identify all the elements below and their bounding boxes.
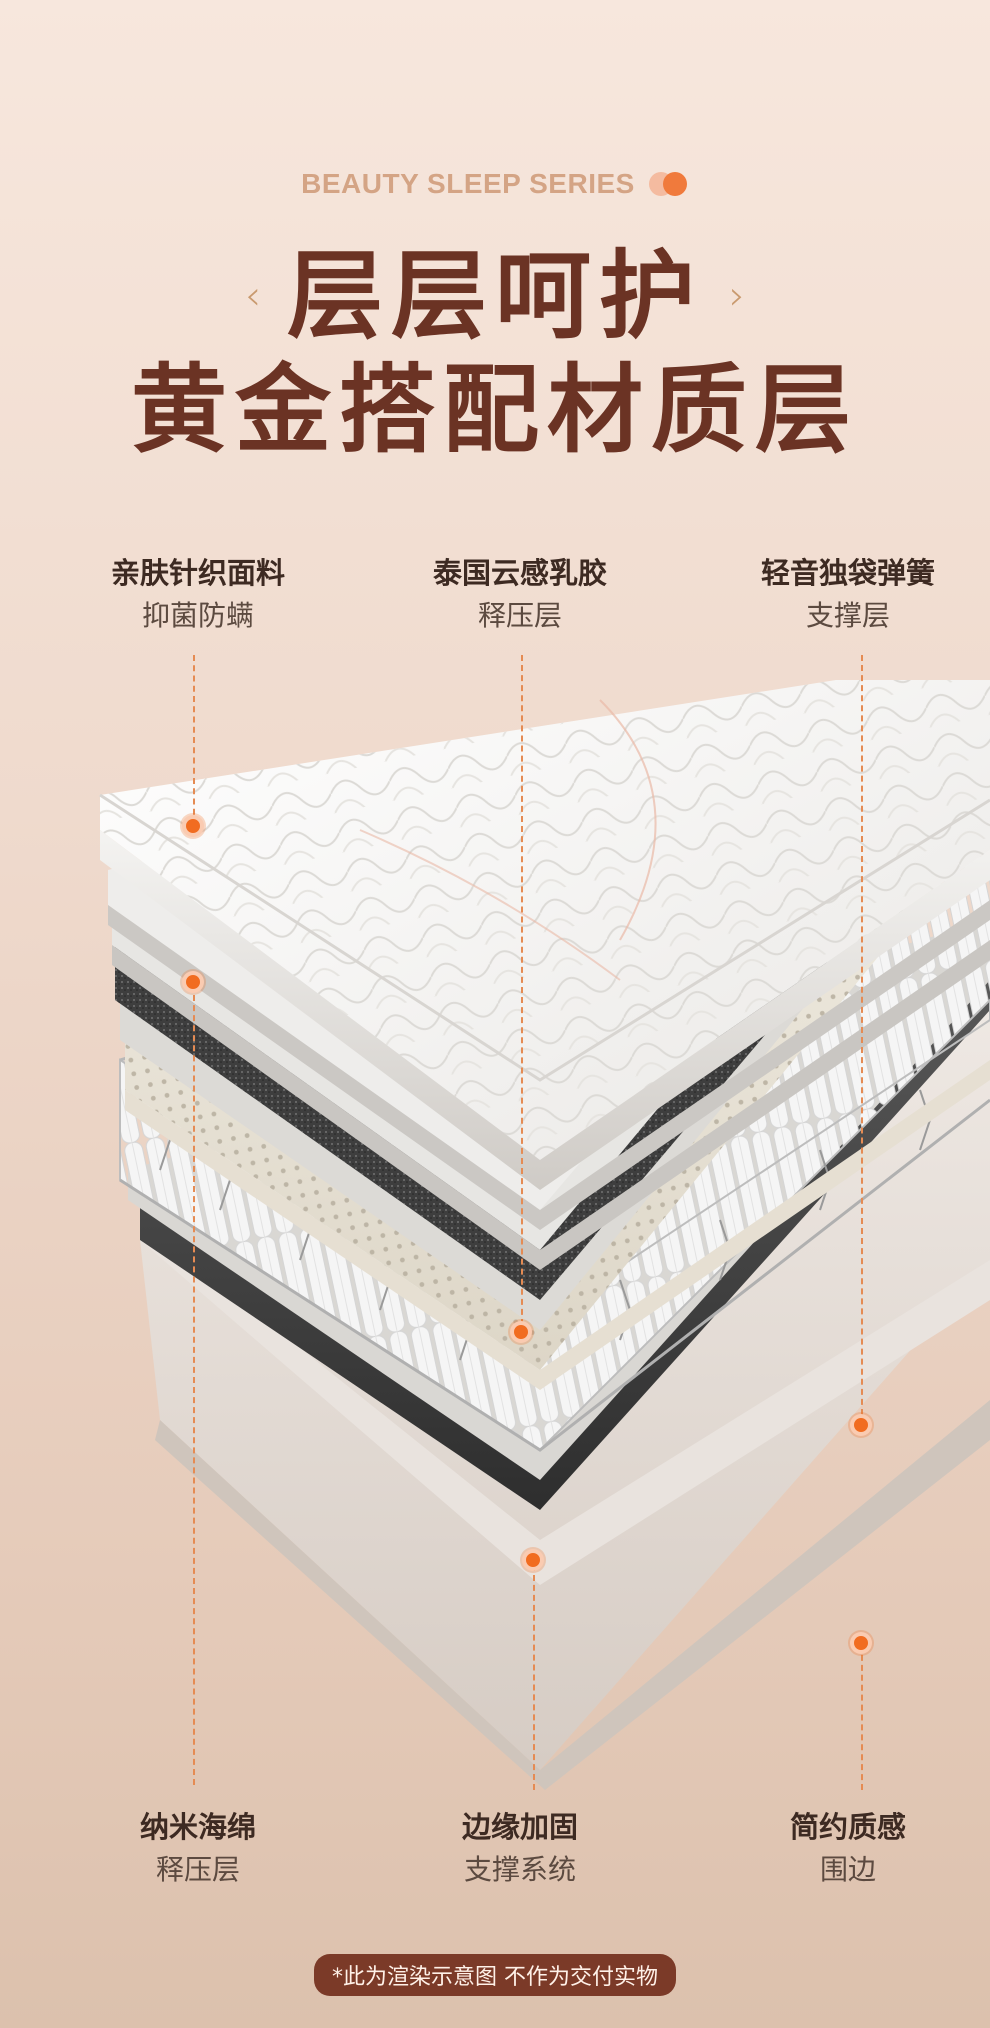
main-title-line2: 黄金搭配材质层 (0, 362, 990, 458)
label-heading: 边缘加固 (461, 1810, 578, 1844)
mattress-layers-illustration (99, 680, 990, 1790)
title-line2-text: 黄金搭配材质层 (131, 354, 859, 466)
leader-line-border (861, 1645, 863, 1790)
main-title-line1: ‹ 层层呵护 › (0, 248, 990, 344)
marker-latex (510, 1321, 532, 1343)
title-line1-text: 层层呵护 (287, 240, 703, 352)
leader-line-spring (861, 655, 863, 1425)
series-title: BEAUTY SLEEP SERIES (301, 168, 635, 199)
label-sub: 支撑层 (805, 598, 890, 632)
label-sub: 围边 (819, 1852, 876, 1886)
label-heading: 泰国云感乳胶 (432, 556, 607, 590)
label-sub: 释压层 (155, 1852, 240, 1886)
label-knit-fabric: 亲肤针织面料 抑菌防螨 (68, 556, 328, 632)
label-sub: 释压层 (477, 598, 562, 632)
dots-icon (648, 171, 689, 197)
chevron-left-icon: ‹ (245, 273, 261, 319)
label-border: 简约质感 围边 (718, 1810, 978, 1886)
label-heading: 轻音独袋弹簧 (760, 556, 935, 590)
disclaimer-badge: *此为渲染示意图 不作为交付实物 (314, 1954, 676, 1996)
marker-nano-foam (182, 971, 204, 993)
chevron-right-icon: › (729, 273, 745, 319)
label-sub: 抑菌防螨 (141, 598, 254, 632)
label-nano-foam: 纳米海绵 释压层 (68, 1810, 328, 1886)
leader-line-edge (533, 1565, 535, 1790)
label-latex: 泰国云感乳胶 释压层 (390, 556, 650, 632)
marker-edge (522, 1549, 544, 1571)
label-edge-support: 边缘加固 支撑系统 (390, 1810, 650, 1886)
marker-spring (850, 1414, 872, 1436)
marker-border (850, 1632, 872, 1654)
marker-knit-fabric (182, 815, 204, 837)
label-sub: 支撑系统 (463, 1852, 576, 1886)
label-heading: 亲肤针织面料 (110, 556, 285, 590)
leader-line-knit (193, 655, 195, 825)
label-heading: 纳米海绵 (139, 1810, 256, 1844)
label-heading: 简约质感 (789, 1810, 906, 1844)
leader-line-nano-foam (193, 985, 195, 1785)
series-header: BEAUTY SLEEP SERIES (0, 168, 990, 200)
leader-line-latex (521, 655, 523, 1335)
label-pocket-spring: 轻音独袋弹簧 支撑层 (718, 556, 978, 632)
